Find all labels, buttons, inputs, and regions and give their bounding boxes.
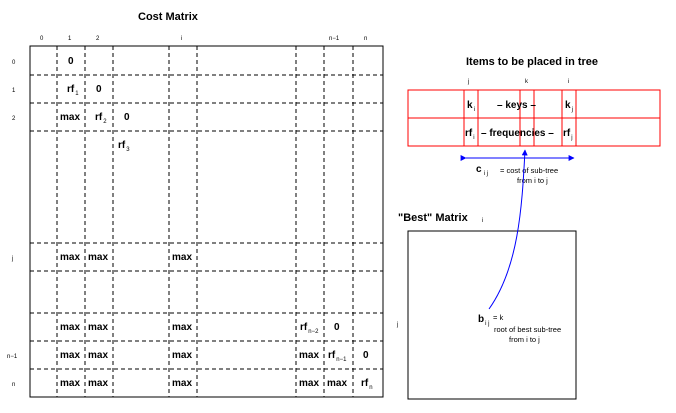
cell-n-n: rfn [361, 378, 373, 391]
best-matrix: "Best" Matrix i j bi j = k root of best … [396, 149, 577, 400]
freq-rf-j: rfj [563, 128, 573, 141]
items-col-k: k [525, 79, 529, 85]
best-matrix-border [407, 230, 577, 400]
cost-matrix-col-headers: 0 1 2 i n−1 n [40, 36, 367, 42]
items-table-title: Items to be placed in tree [466, 56, 598, 68]
cell-2-1: max [60, 112, 80, 123]
cell-n2-1: max [60, 322, 80, 333]
items-table-grid [407, 89, 661, 147]
best-desc-line1: root of best sub-tree [494, 325, 561, 334]
row-header-n: n [12, 382, 15, 388]
cell-j-1: max [60, 252, 80, 263]
cell-j-i: max [172, 252, 192, 263]
cell-n-2: max [88, 378, 108, 389]
keys-label: – keys – [497, 100, 536, 111]
row-header-j: j [11, 256, 13, 262]
best-eq-k: = k [493, 313, 503, 322]
cell-2-2: rf2 [95, 112, 107, 125]
freq-label: – frequencies – [481, 128, 554, 139]
cost-matrix: Cost Matrix 0 1 2 i n−1 n 0 1 2 j n−1 n [7, 11, 384, 398]
col-header-0: 0 [40, 36, 44, 42]
keys-k-j: kj [565, 100, 573, 113]
items-col-j: j [467, 79, 469, 85]
cost-desc-line1: = cost of sub-tree [500, 166, 558, 175]
col-header-1: 1 [68, 36, 72, 42]
cell-n1-n1: rfn−1 [328, 350, 347, 363]
row-header-1: 1 [12, 88, 16, 94]
row-header-0: 0 [12, 60, 16, 66]
cell-n2-i: max [172, 322, 192, 333]
cell-j-2: max [88, 252, 108, 263]
cell-n-n2: max [299, 378, 319, 389]
col-header-n: n [364, 36, 367, 42]
cost-matrix-gridlines [30, 46, 383, 397]
cell-1-2: 0 [96, 84, 102, 95]
cell-n1-2: max [88, 350, 108, 361]
cell-3-3: rf3 [118, 140, 130, 153]
cell-n1-1: max [60, 350, 80, 361]
row-header-2: 2 [12, 116, 16, 122]
best-col-i: i [482, 218, 483, 224]
root-arrow [488, 149, 528, 310]
cost-matrix-row-headers: 0 1 2 j n−1 n [7, 60, 18, 388]
cell-n2-n2: rfn−2 [300, 322, 319, 335]
keys-k-i: ki [467, 100, 475, 113]
cell-n-i: max [172, 378, 192, 389]
cell-n1-n2: max [299, 350, 319, 361]
cell-n2-2: max [88, 322, 108, 333]
best-desc-line2: from i to j [509, 335, 540, 344]
items-table: Items to be placed in tree j k i ki – ke… [407, 56, 661, 185]
cost-matrix-border [29, 45, 384, 398]
cell-1-1: rf1 [67, 84, 79, 97]
col-header-n-1: n−1 [329, 36, 340, 42]
freq-rf-i: rfi [465, 128, 475, 141]
col-header-i: i [181, 36, 182, 42]
cell-n1-n: 0 [363, 350, 369, 361]
best-matrix-title: "Best" Matrix [398, 212, 469, 224]
cell-n-1: max [60, 378, 80, 389]
cost-desc-line2: from i to j [517, 176, 548, 185]
best-b-label: bi j [478, 314, 489, 327]
cell-n2-n1: 0 [334, 322, 340, 333]
col-header-2: 2 [96, 36, 100, 42]
cell-n-n1: max [327, 378, 347, 389]
cell-2-3: 0 [124, 112, 130, 123]
best-row-j: j [396, 322, 398, 328]
cell-0-1: 0 [68, 56, 74, 67]
cell-n1-i: max [172, 350, 192, 361]
cost-matrix-title: Cost Matrix [138, 11, 199, 23]
row-header-n-1: n−1 [7, 354, 18, 360]
items-col-i: i [568, 79, 569, 85]
